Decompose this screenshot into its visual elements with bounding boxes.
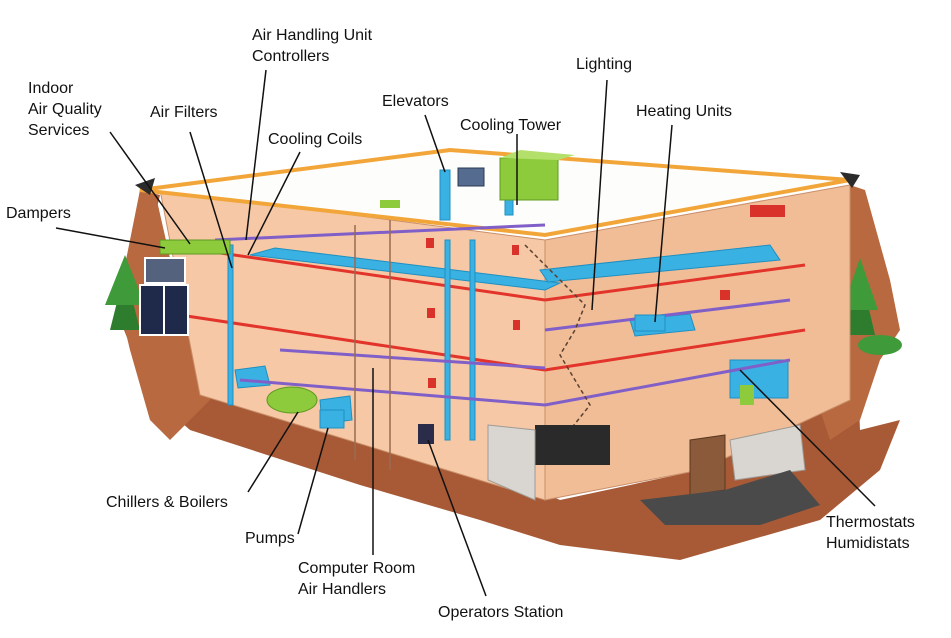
- label-cooling-coils: Cooling Coils: [268, 131, 363, 148]
- cooling-tower: [499, 157, 559, 201]
- label-elevators: Elevators: [382, 93, 449, 110]
- label-air-handling-unit: Air Handling Unit Controllers: [252, 27, 373, 65]
- garage-interior: [535, 425, 610, 465]
- structural-columns: [354, 220, 391, 470]
- heating-unit: [634, 314, 666, 332]
- stairwell: [524, 244, 591, 431]
- thermostat-unit: [740, 385, 754, 405]
- roof-corner-light-left: [135, 178, 155, 195]
- label-computer-room: Computer Room Air Handlers: [298, 560, 416, 598]
- label-cooling-tower: Cooling Tower: [460, 117, 562, 134]
- label-dampers: Dampers: [6, 205, 71, 222]
- computer-room-unit: [418, 424, 434, 444]
- building-windows: [139, 257, 189, 336]
- driveway: [640, 470, 820, 525]
- chiller-boiler-tank: [266, 386, 318, 414]
- garage-door: [689, 434, 726, 496]
- label-pumps: Pumps: [245, 530, 295, 547]
- pipes: [214, 223, 791, 407]
- label-air-filters: Air Filters: [150, 104, 218, 121]
- label-indoor-air-quality: Indoor Air Quality Services: [28, 80, 102, 139]
- pump-unit: [319, 409, 345, 429]
- leader-lines: [55, 69, 876, 597]
- elevator-machine: [457, 167, 485, 187]
- label-operators-station: Operators Station: [438, 604, 564, 621]
- tree-right: [842, 258, 902, 355]
- stone-foundation-right: [729, 424, 806, 481]
- label-heating-units: Heating Units: [636, 103, 733, 120]
- label-thermostats-humidistats: Thermostats Humidistats: [826, 514, 915, 552]
- cooling-tower-top: [500, 150, 575, 160]
- label-lighting: Lighting: [576, 56, 633, 73]
- roof-unit: [380, 200, 400, 208]
- stone-foundation-left: [487, 424, 536, 501]
- roof-corner-light-right: [840, 172, 860, 188]
- damper-unit: [159, 239, 231, 255]
- red-controllers: [426, 205, 785, 388]
- label-chillers-boilers: Chillers & Boilers: [106, 494, 228, 511]
